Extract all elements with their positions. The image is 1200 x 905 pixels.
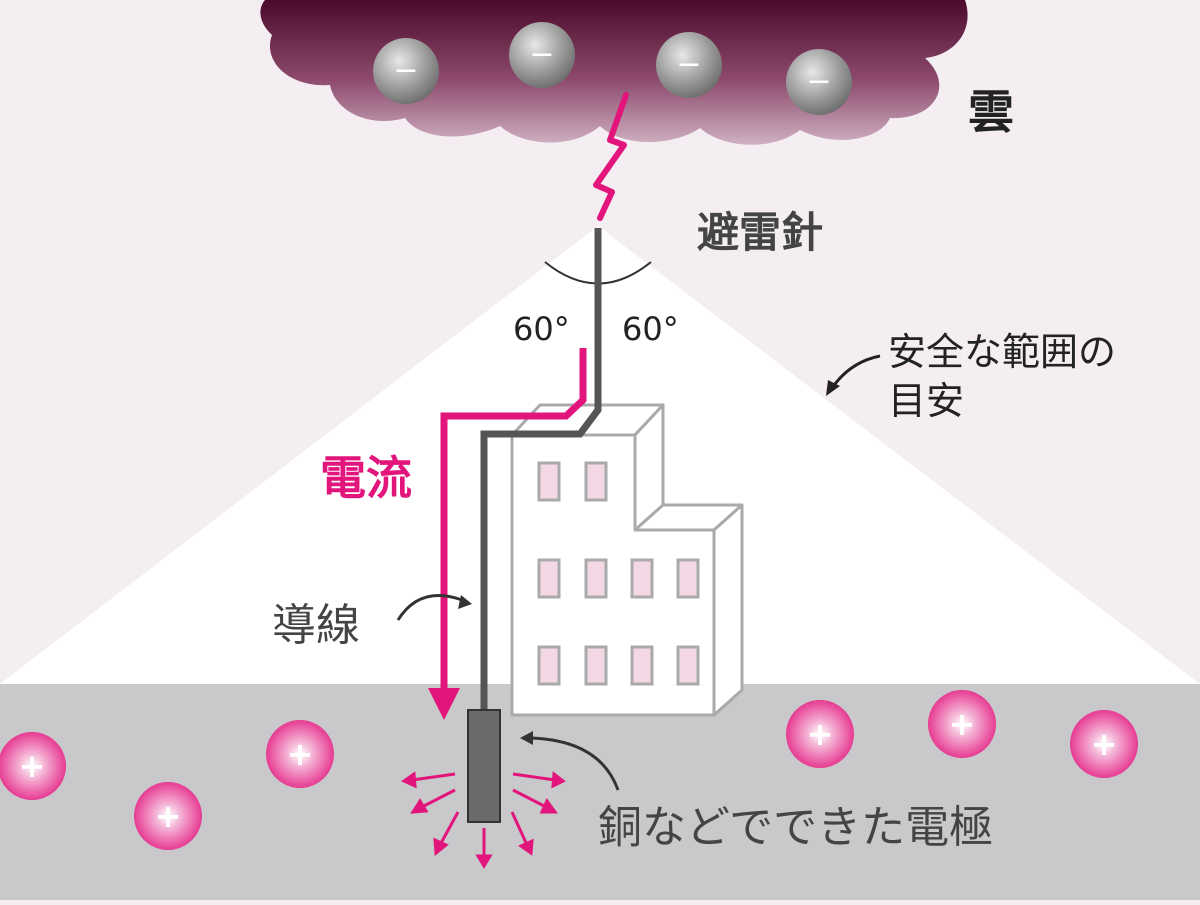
positive-charge bbox=[0, 732, 66, 800]
window bbox=[676, 558, 700, 599]
positive-charge bbox=[134, 782, 202, 850]
positive-charge-symbol: + bbox=[1091, 725, 1118, 763]
angle-right-label: 60° bbox=[622, 310, 679, 348]
wire-label: 導線 bbox=[272, 600, 360, 651]
cloud-label: 雲 bbox=[968, 85, 1014, 139]
copper-electrode bbox=[467, 709, 501, 823]
wire-pointer bbox=[396, 594, 463, 621]
angle-left-label: 60° bbox=[513, 310, 570, 348]
window bbox=[630, 558, 654, 599]
electrode-pointer bbox=[529, 736, 620, 791]
positive-charge bbox=[266, 720, 334, 788]
negative-charge-symbol: − bbox=[806, 64, 831, 99]
window bbox=[537, 645, 561, 686]
safe-zone-label-line2: 目安 bbox=[888, 379, 964, 423]
current-path bbox=[440, 348, 587, 690]
dispersing-arrows bbox=[400, 771, 566, 869]
window bbox=[537, 558, 561, 599]
positive-charge-symbol: + bbox=[807, 715, 834, 753]
safe-zone-label-line1: 安全な範囲の bbox=[888, 330, 1116, 374]
lightning-rod-and-wire bbox=[480, 228, 602, 712]
negative-charges: − − − − bbox=[373, 22, 852, 115]
electrode-pointer-head bbox=[520, 731, 533, 745]
window bbox=[584, 645, 608, 686]
negative-charge-symbol: − bbox=[393, 53, 418, 88]
electrode-label: 銅などでできた電極 bbox=[598, 802, 993, 853]
positive-charges: + + + + + + bbox=[0, 690, 1138, 850]
cloud bbox=[260, 0, 968, 145]
positive-charge bbox=[1070, 710, 1138, 778]
safe-zone-pointer-head bbox=[826, 380, 840, 396]
ground bbox=[0, 684, 1200, 900]
window bbox=[630, 645, 654, 686]
positive-charge bbox=[928, 690, 996, 758]
window bbox=[584, 558, 608, 599]
positive-charge bbox=[786, 700, 854, 768]
positive-charge-symbol: + bbox=[949, 705, 976, 743]
negative-charge-symbol: − bbox=[676, 47, 701, 82]
wire-pointer-head bbox=[458, 595, 472, 609]
negative-charge bbox=[509, 22, 575, 88]
positive-charge-symbol: + bbox=[19, 747, 46, 785]
negative-charge bbox=[786, 49, 852, 115]
positive-charge-symbol: + bbox=[155, 797, 182, 835]
negative-charge-symbol: − bbox=[529, 37, 554, 72]
window bbox=[584, 461, 608, 502]
current-label: 電流 bbox=[320, 451, 412, 505]
lightning-bolt bbox=[593, 92, 629, 221]
negative-charge bbox=[373, 38, 439, 104]
rod-label: 避雷針 bbox=[697, 208, 823, 257]
positive-charge-symbol: + bbox=[287, 735, 314, 773]
building bbox=[510, 403, 744, 717]
window bbox=[537, 461, 561, 502]
current-arrowhead bbox=[428, 688, 460, 720]
negative-charge bbox=[656, 32, 722, 98]
window bbox=[676, 645, 700, 686]
building-windows bbox=[537, 461, 700, 686]
